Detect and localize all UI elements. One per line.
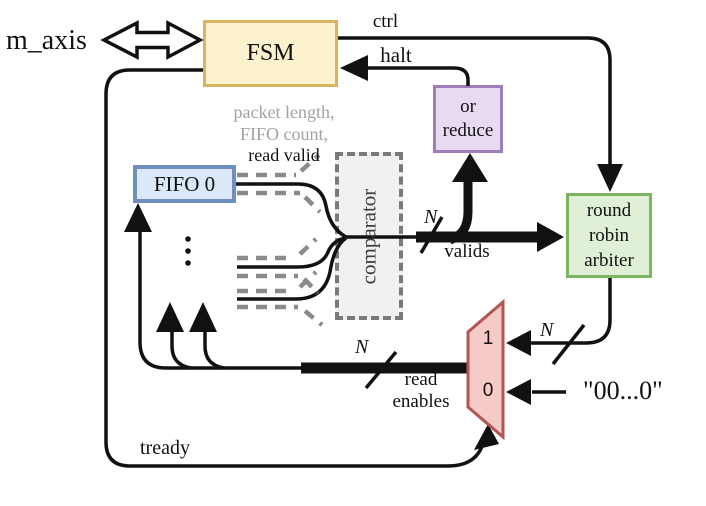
comparator-input-2 bbox=[237, 236, 347, 269]
dashed-bundle-3-bottom bbox=[237, 304, 324, 327]
arbiter-label-line2: robin bbox=[588, 225, 630, 246]
comparator-input-1 bbox=[236, 182, 347, 239]
valids-arrowhead bbox=[537, 222, 564, 252]
valids-bus-width-label: N bbox=[424, 206, 438, 228]
arbiter-bus-width-label: N bbox=[540, 319, 554, 341]
comparator-input-3 bbox=[237, 236, 348, 301]
dashed-bundle-1-bottom bbox=[237, 190, 322, 214]
halt-label: halt bbox=[380, 43, 412, 67]
comparator-label: comparator bbox=[356, 188, 381, 284]
branch1-arrowhead bbox=[156, 302, 184, 332]
fifo-ellipsis-icon bbox=[185, 236, 191, 266]
dashed-signal-bundles bbox=[237, 153, 324, 327]
or-reduce-feed-bus bbox=[448, 180, 473, 245]
branch2-arrowhead bbox=[189, 302, 217, 332]
mux-shape bbox=[466, 298, 505, 441]
read-enables-bus-width-label: N bbox=[355, 336, 369, 358]
fsm-block: FSM bbox=[203, 20, 338, 87]
read-enable-branch-2 bbox=[203, 324, 225, 370]
dashed-bundle-1-top bbox=[237, 153, 321, 178]
fsm-label: FSM bbox=[246, 40, 295, 66]
mux-select-arrowhead bbox=[474, 424, 499, 450]
note-read-valid: read valid bbox=[248, 145, 320, 165]
mux-input-1-label: 1 bbox=[482, 328, 494, 349]
fifo0-label: FIFO 0 bbox=[153, 171, 216, 196]
ctrl-arrowhead bbox=[597, 164, 623, 192]
round-robin-arbiter-block: round robin arbiter bbox=[566, 193, 652, 278]
arbiter-label-line1: round bbox=[586, 200, 632, 221]
note-packet-length: packet length, bbox=[233, 102, 335, 122]
thick-buses bbox=[301, 180, 545, 374]
mux-input1-arrowhead bbox=[506, 330, 531, 356]
note-fifo-count: FIFO count, bbox=[239, 123, 328, 144]
arbiter-label-line3: arbiter bbox=[584, 250, 634, 271]
valids-label: valids bbox=[444, 241, 490, 262]
mux-input0-arrowhead bbox=[506, 379, 531, 405]
dashed-bundle-2-top bbox=[237, 237, 318, 261]
zeros-constant-label: "00...0" bbox=[583, 376, 663, 405]
or-reduce-block: or reduce bbox=[433, 85, 503, 153]
arrowheads bbox=[124, 55, 623, 450]
read-enable-wire-fifo0 bbox=[138, 216, 303, 370]
or-reduce-label-line2: reduce bbox=[442, 120, 494, 141]
bidirectional-arrow-icon bbox=[100, 20, 204, 60]
arbiter-to-mux-wire bbox=[530, 278, 612, 345]
tready-wire bbox=[104, 68, 488, 468]
comparator-label-wrap: comparator bbox=[335, 152, 403, 320]
fifo-signals-note: packet length, FIFO count, read valid bbox=[214, 102, 354, 167]
read-enables-line2: enables bbox=[392, 391, 450, 412]
or-reduce-label-line1: or bbox=[460, 96, 476, 117]
thin-wires bbox=[104, 36, 612, 468]
read-enables-label: read enables bbox=[375, 369, 467, 413]
ctrl-wire bbox=[338, 36, 612, 170]
ctrl-label: ctrl bbox=[372, 11, 399, 32]
halt-arrowhead bbox=[340, 55, 368, 81]
dashed-bundle-3-top bbox=[237, 270, 318, 294]
fifo0-read-arrowhead bbox=[124, 203, 152, 232]
m-axis-label: m_axis bbox=[6, 25, 87, 56]
halt-wire bbox=[366, 66, 470, 86]
tready-label: tready bbox=[140, 437, 190, 459]
fifo0-block: FIFO 0 bbox=[133, 165, 236, 203]
arbiter-bus-slash bbox=[551, 323, 586, 366]
mux-input-0-label: 0 bbox=[482, 380, 494, 401]
read-enable-branch-1 bbox=[170, 324, 192, 370]
read-enables-line1: read bbox=[404, 369, 438, 390]
or-reduce-arrowhead bbox=[452, 153, 488, 182]
